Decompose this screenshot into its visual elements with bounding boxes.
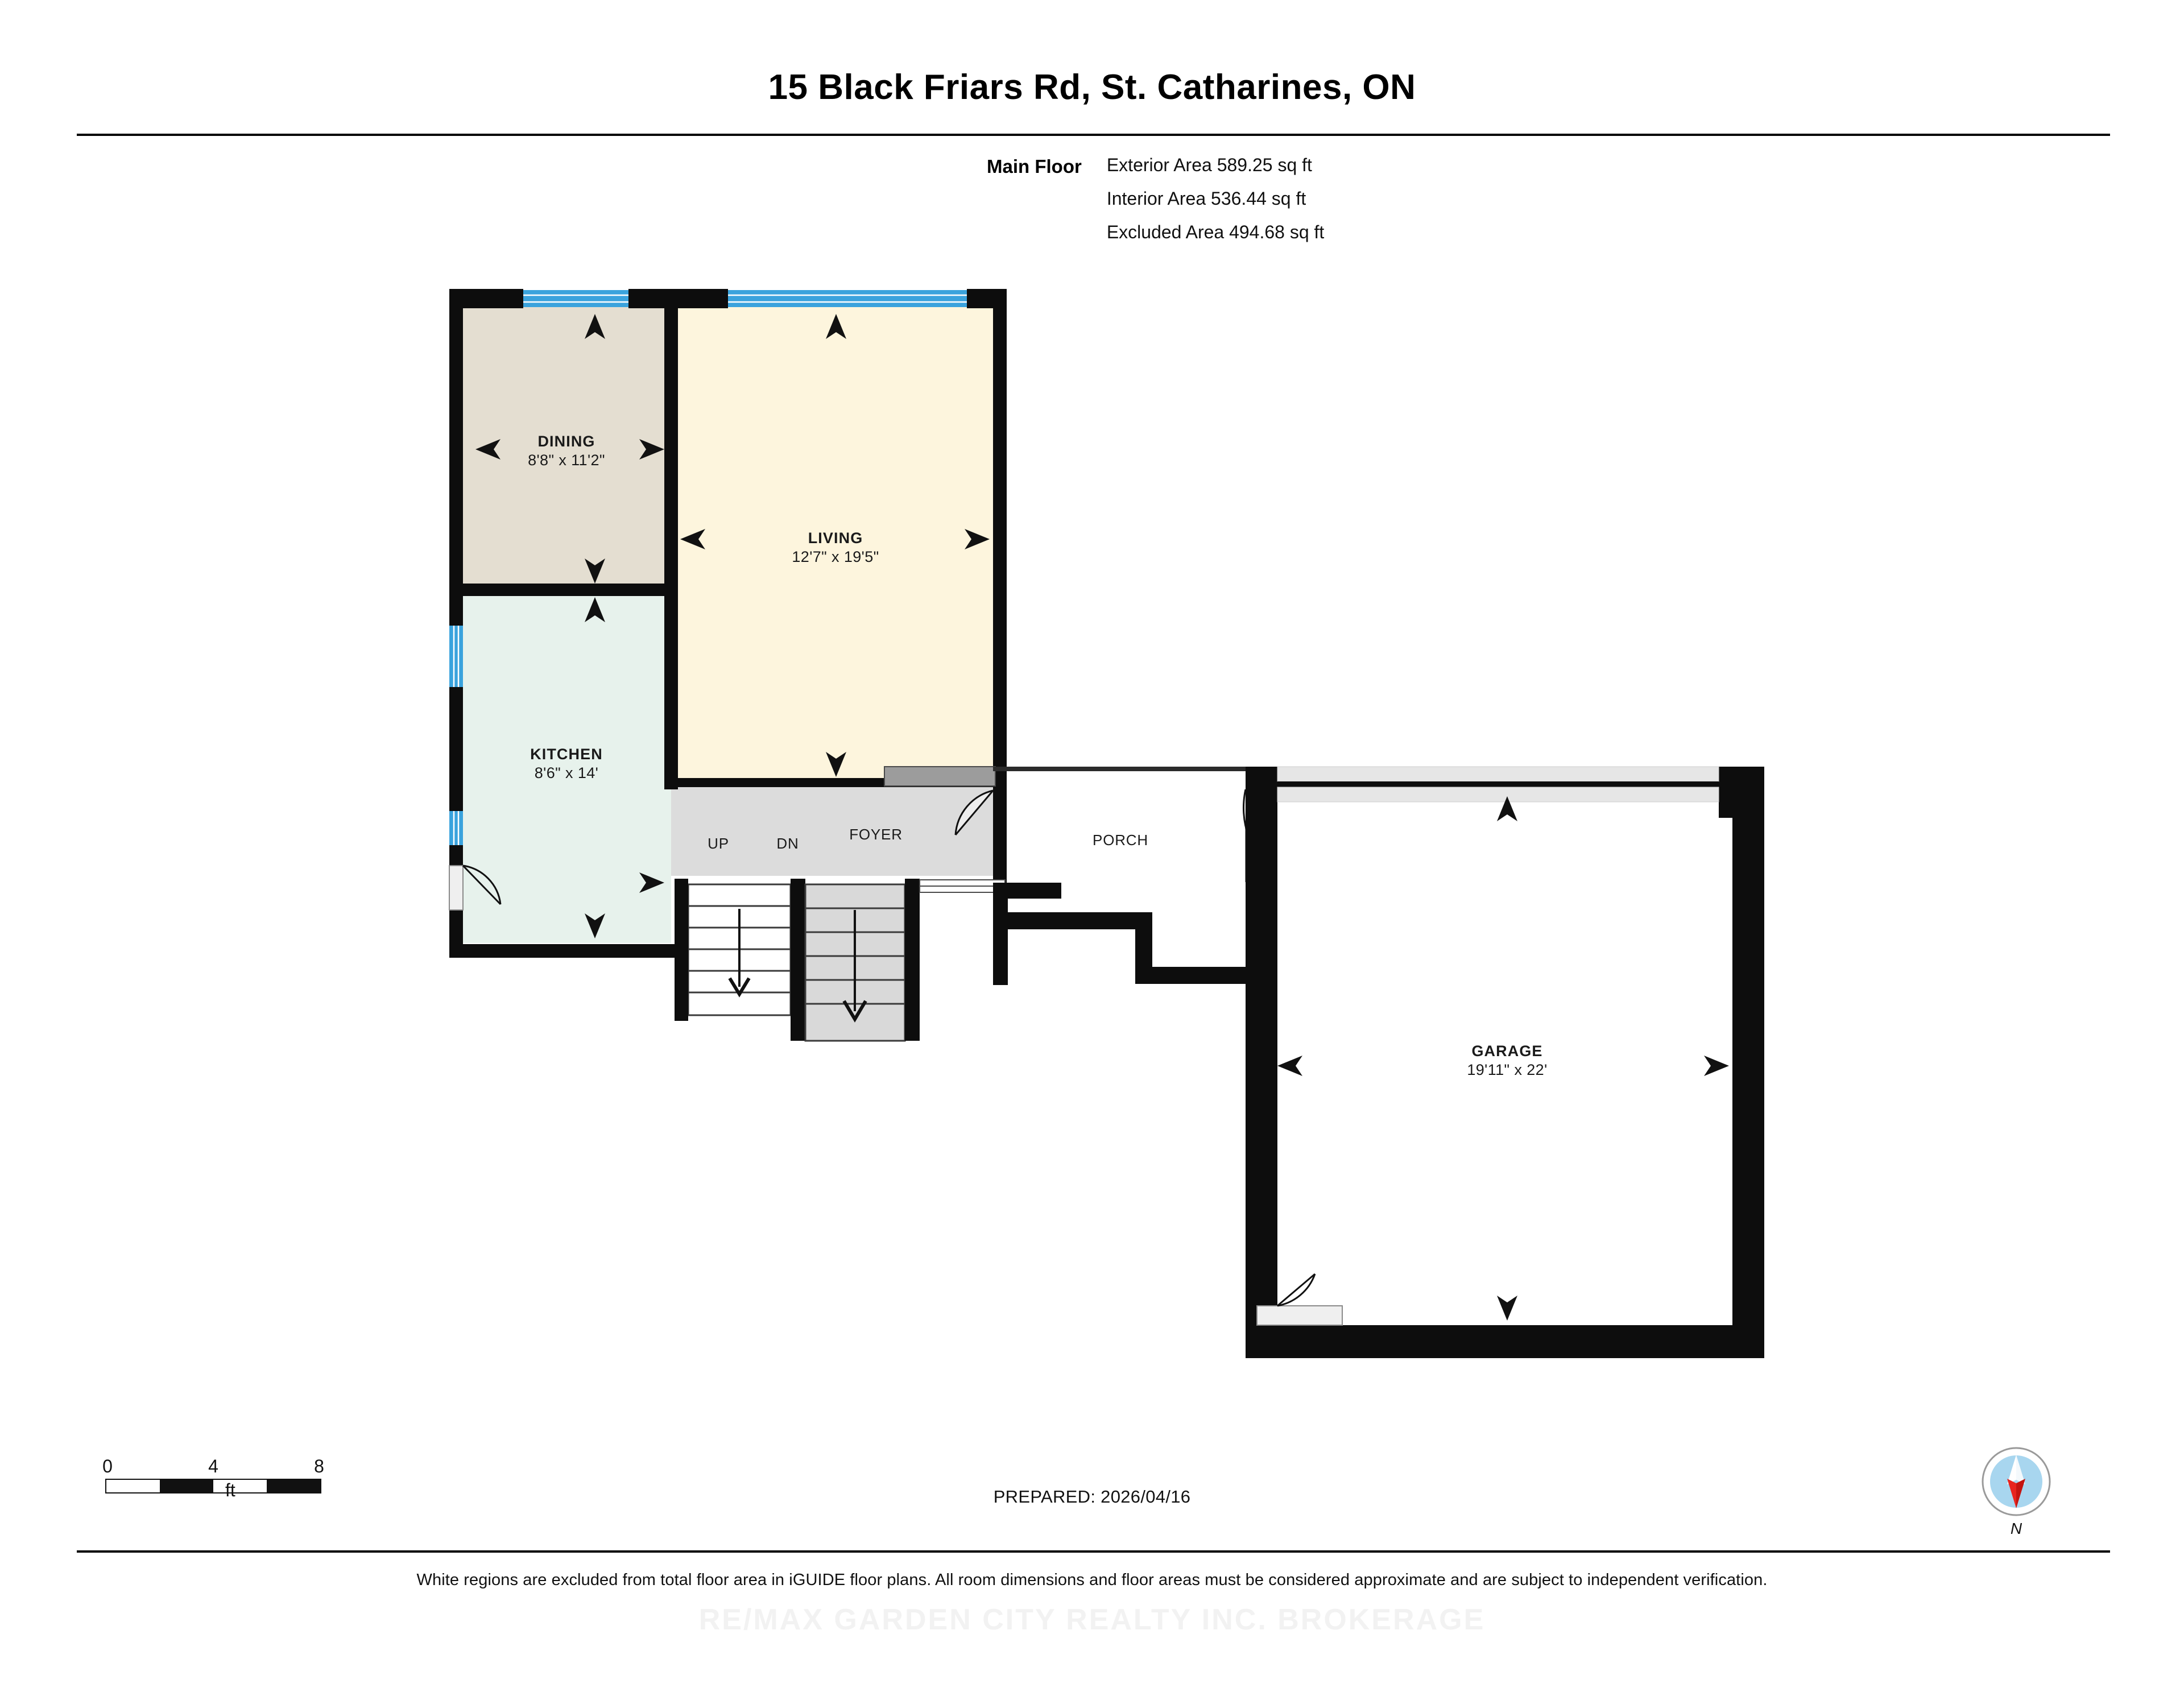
dining-living-partition bbox=[664, 296, 678, 597]
space-label-foyer: FOYER bbox=[849, 826, 903, 843]
kitchen-room-fill bbox=[462, 590, 671, 943]
area-summary: Main Floor Exterior Area 589.25 sq ft In… bbox=[987, 155, 1324, 243]
stair-down bbox=[804, 883, 906, 1042]
door-foyer-entry bbox=[954, 789, 994, 835]
garage-wall-right bbox=[1732, 767, 1764, 1358]
page-title: 15 Black Friars Rd, St. Catharines, ON bbox=[768, 68, 1416, 107]
scale-tick-4: 4 bbox=[208, 1456, 218, 1476]
exterior-wall-top-pier bbox=[628, 289, 728, 308]
exterior-wall-bottom-kitchen bbox=[449, 944, 688, 958]
window-left-kitchen-lower bbox=[449, 811, 463, 845]
door-kitchen-side bbox=[449, 864, 502, 911]
garage-door-opening bbox=[1277, 766, 1719, 802]
compass-north-label: N bbox=[2010, 1520, 2022, 1537]
stair-up bbox=[687, 883, 792, 1016]
scale-unit-label: ft bbox=[225, 1480, 235, 1500]
garage-wall-top-left-pier bbox=[1246, 767, 1277, 818]
scale-tick-0: 0 bbox=[102, 1456, 113, 1476]
stair-label-up: UP bbox=[708, 835, 729, 852]
compass-rose: N bbox=[1979, 1445, 2053, 1537]
exterior-wall-right-living bbox=[993, 289, 1007, 792]
counter-band bbox=[884, 766, 996, 787]
space-label-porch: PORCH bbox=[1093, 831, 1148, 849]
dimension-arrows bbox=[475, 314, 1729, 1321]
scale-seg-4 bbox=[267, 1480, 320, 1492]
exterior-wall-left-lower bbox=[449, 845, 463, 866]
window-left-kitchen-upper bbox=[449, 626, 463, 687]
porch-wall-top bbox=[993, 767, 1281, 771]
scale-bar-graphic bbox=[105, 1479, 321, 1493]
kitchen-living-partition bbox=[664, 596, 678, 789]
exterior-wall-left-middle bbox=[449, 687, 463, 811]
scale-ticks: 0 4 8 bbox=[102, 1456, 344, 1479]
stair-down-wall-right bbox=[905, 879, 920, 1041]
living-room-fill bbox=[671, 307, 995, 785]
exterior-wall-left-upper bbox=[449, 289, 463, 626]
garage-wall-left bbox=[1246, 767, 1277, 1358]
brokerage-watermark: RE/MAX GARDEN CITY REALTY INC. BROKERAGE bbox=[698, 1603, 1486, 1636]
exterior-area: Exterior Area 589.25 sq ft bbox=[1106, 155, 1312, 175]
porch-wall-bottom-left bbox=[993, 883, 1008, 985]
garage-fill bbox=[1260, 785, 1732, 1342]
stair-wall-middle bbox=[791, 879, 805, 1041]
scale-bar: 0 4 8 bbox=[102, 1456, 344, 1493]
disclaimer-text: White regions are excluded from total fl… bbox=[416, 1571, 1768, 1589]
dining-room-fill bbox=[462, 307, 671, 590]
door-garage-side bbox=[1256, 1273, 1343, 1326]
prepared-date: PREPARED: 2026/04/16 bbox=[993, 1487, 1191, 1507]
header-divider bbox=[77, 134, 2110, 136]
porch-wall-bottom bbox=[993, 912, 1150, 929]
handrail bbox=[919, 879, 1006, 893]
footer-divider bbox=[77, 1550, 2110, 1553]
floor-label: Main Floor bbox=[987, 156, 1082, 177]
excluded-area: Excluded Area 494.68 sq ft bbox=[1106, 222, 1325, 242]
garage-wall-bottom bbox=[1246, 1325, 1764, 1358]
dining-kitchen-partition bbox=[462, 584, 678, 596]
window-top-dining bbox=[523, 290, 628, 307]
scale-seg-2 bbox=[160, 1480, 213, 1492]
stair-label-dn: DN bbox=[776, 835, 799, 852]
window-top-living bbox=[728, 290, 967, 307]
stair-up-wall-left bbox=[675, 879, 688, 1021]
garage-wall-top-right-pier bbox=[1719, 767, 1764, 818]
exterior-wall-right-foyer bbox=[993, 785, 1007, 884]
scale-tick-8: 8 bbox=[314, 1456, 324, 1476]
interior-area: Interior Area 536.44 sq ft bbox=[1106, 188, 1306, 209]
